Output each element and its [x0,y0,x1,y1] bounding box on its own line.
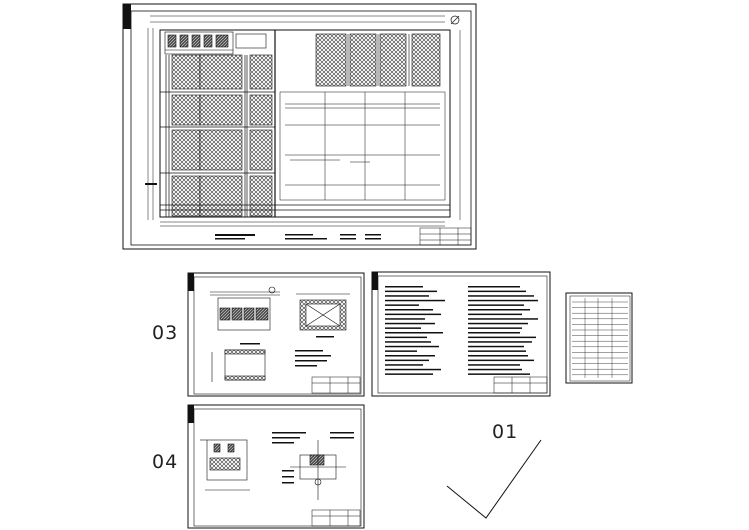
hatched-tanks-left [171,54,273,217]
notes-text-line [385,286,423,288]
notes-text-line [385,364,423,366]
valve-chamber-section [290,440,346,500]
notes-text-line [385,336,427,339]
roof-plan [296,293,350,331]
main-plan-sheet[interactable] [122,3,477,250]
sheet-04-notes [272,432,354,484]
hatched-filters-right [315,33,441,87]
notes-text-line [385,299,445,302]
notes-text-line [468,318,538,320]
sheet-notes-table[interactable] [371,271,551,397]
notes-text-line [468,327,522,329]
dimension-lines [147,15,461,227]
notes-text-line [385,322,435,325]
sheet-label-01: 01 [492,421,519,443]
notes-title-block [493,376,548,394]
sheet-label-03: 03 [152,322,179,344]
notes-text-line [468,355,528,357]
notes-text-line [468,322,528,325]
notes-text-line [385,345,439,348]
sheet-03-title-block [311,376,361,394]
notes-text-line [385,290,437,293]
pipe-lines [160,30,450,217]
sheet-04[interactable] [187,404,365,529]
notes-text-line [468,304,524,306]
notes-text-line [468,368,522,371]
notes-text-line [468,290,526,293]
notes-text-line [468,345,524,348]
notes-text-line [385,304,419,306]
notes-text-line [468,313,522,316]
notes-text-line [468,364,520,366]
notes-text-line [385,341,431,343]
notes-text-line [385,318,425,320]
pump-room-plan [210,286,280,331]
notes-text-line [385,295,429,297]
notes-text-line [468,286,520,288]
notes-text-line [468,299,538,302]
notes-text-line [385,373,433,375]
valve-chamber-plan [200,439,250,491]
binding-strip [123,4,131,29]
notes-text-line [385,313,441,316]
sheet-03[interactable] [187,272,365,397]
equipment-schedule-sheet[interactable] [565,292,633,384]
notes-text-line [468,336,536,339]
plan-title-block [419,227,472,246]
basin-area [279,91,446,201]
notes-text-line [468,295,534,297]
equipment-room [164,31,267,55]
check-mark-icon [446,439,542,519]
pump-room-section [211,349,266,382]
notes-text-line [468,359,534,362]
plan-notes [145,183,381,240]
notes-text-line [385,332,443,334]
sheet-04-title-block [311,509,361,527]
notes-text-line [468,341,532,343]
sheet-03-notes [240,336,334,367]
schedule-grid [572,298,628,378]
north-arrow-icon [450,15,460,25]
notes-text-line [385,368,441,371]
notes-text-lines [385,286,538,375]
notes-text-line [468,309,530,311]
notes-text-line [385,327,421,329]
building-outline [159,29,451,218]
notes-text-line [385,309,433,311]
notes-text-line [468,373,530,375]
notes-text-line [385,355,435,357]
notes-text-line [468,350,526,352]
notes-text-line [468,332,520,334]
sheet-label-04: 04 [152,451,179,473]
notes-text-line [385,359,429,362]
notes-text-line [385,350,417,352]
